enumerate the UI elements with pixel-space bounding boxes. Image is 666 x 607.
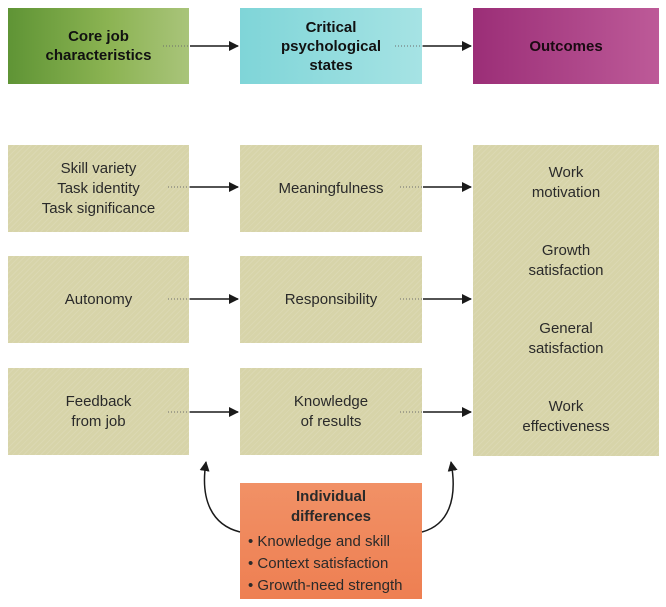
state-box-knowledge-of-results: Knowledge of results (240, 368, 422, 455)
characteristic-label: Task significance (41, 199, 156, 217)
outcome-label: motivation (531, 184, 601, 201)
outcome-growth-satisfaction: Growth satisfaction (528, 241, 603, 281)
core-job-characteristics-header: Core job characteristics (8, 8, 189, 84)
state-label: Meaningfulness (278, 179, 384, 197)
list-item: Context satisfaction (248, 553, 403, 575)
outcomes-box: Work motivation Growth satisfaction Gene… (473, 145, 659, 456)
title-line: Individual (295, 488, 366, 505)
characteristic-box-skill-task: Skill variety Task identity Task signifi… (8, 145, 189, 232)
outcome-label: Growth (541, 242, 591, 259)
characteristic-box-feedback: Feedback from job (8, 368, 189, 455)
list-item: Knowledge and skill (248, 531, 403, 553)
state-label: Responsibility (284, 290, 378, 308)
outcome-label: satisfaction (528, 262, 604, 279)
outcome-work-effectiveness: Work effectiveness (522, 397, 609, 437)
title-line: differences (290, 508, 372, 525)
characteristic-label: Autonomy (64, 290, 133, 308)
state-box-meaningfulness: Meaningfulness (240, 145, 422, 232)
state-label: Knowledge (293, 392, 369, 410)
characteristic-label: from job (71, 412, 126, 430)
moderator-arrow-right (421, 461, 458, 533)
outcome-label: General (539, 320, 593, 337)
header-line: psychological (280, 37, 382, 55)
characteristic-label: Task identity (57, 179, 140, 197)
individual-differences-box: Individual differences Knowledge and ski… (240, 483, 422, 599)
header-line: states (309, 56, 353, 74)
state-label: of results (300, 412, 362, 430)
individual-differences-title: Individual differences (248, 487, 414, 527)
header-line: characteristics (45, 47, 152, 64)
characteristic-label: Feedback (65, 392, 132, 410)
characteristic-label: Skill variety (60, 159, 137, 177)
header-line: Critical (305, 18, 357, 36)
outcome-label: Work (548, 164, 584, 181)
outcomes-header: Outcomes (473, 8, 659, 84)
outcome-label: effectiveness (522, 418, 610, 435)
outcome-label: Work (548, 398, 584, 415)
state-box-responsibility: Responsibility (240, 256, 422, 343)
individual-differences-list: Knowledge and skill Context satisfaction… (248, 531, 403, 597)
outcome-label: satisfaction (528, 340, 604, 357)
outcome-work-motivation: Work motivation (532, 163, 600, 203)
header-line: Core job (68, 28, 129, 45)
header-line: Outcomes (529, 37, 603, 55)
moderator-arrow-left (199, 461, 241, 533)
list-item: Growth-need strength (248, 575, 402, 597)
critical-psychological-states-header: Critical psychological states (240, 8, 422, 84)
characteristic-box-autonomy: Autonomy (8, 256, 189, 343)
outcome-general-satisfaction: General satisfaction (528, 319, 603, 359)
